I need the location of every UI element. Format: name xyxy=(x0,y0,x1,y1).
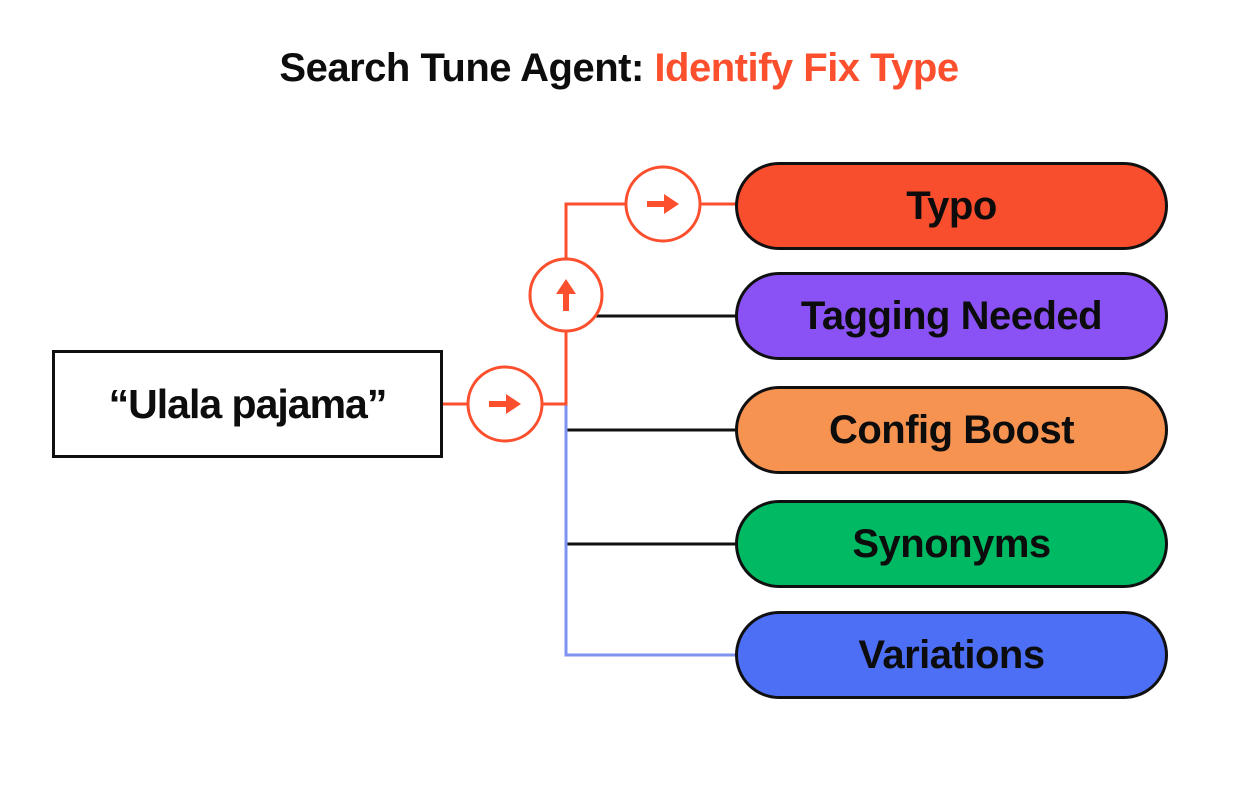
fix-type-node-tagging-needed: Tagging Needed xyxy=(735,272,1168,360)
page-title-prefix: Search Tune Agent: xyxy=(279,46,655,90)
fix-type-node-config-boost: Config Boost xyxy=(735,386,1168,474)
arrow-up-icon xyxy=(556,279,576,311)
page-title: Search Tune Agent: Identify Fix Type xyxy=(0,46,1238,91)
query-text: “Ulala pajama” xyxy=(108,380,388,427)
fix-type-label: Synonyms xyxy=(852,521,1051,566)
fix-type-node-synonyms: Synonyms xyxy=(735,500,1168,588)
fix-type-label: Config Boost xyxy=(828,407,1075,452)
fix-type-label: Tagging Needed xyxy=(800,293,1103,338)
connector-node-start xyxy=(466,365,544,443)
fix-type-node-variations: Variations xyxy=(735,611,1168,699)
arrow-right-icon xyxy=(647,194,679,214)
connector-node-typo xyxy=(624,165,702,243)
fix-type-label: Variations xyxy=(858,632,1045,677)
arrow-right-icon xyxy=(489,394,521,414)
page-title-highlight: Identify Fix Type xyxy=(654,46,959,90)
branch-line-variations xyxy=(564,404,737,657)
connector-node-up xyxy=(528,257,604,333)
query-box: “Ulala pajama” xyxy=(52,350,443,458)
fix-type-node-typo: Typo xyxy=(735,162,1168,250)
fix-type-label: Typo xyxy=(906,183,997,228)
